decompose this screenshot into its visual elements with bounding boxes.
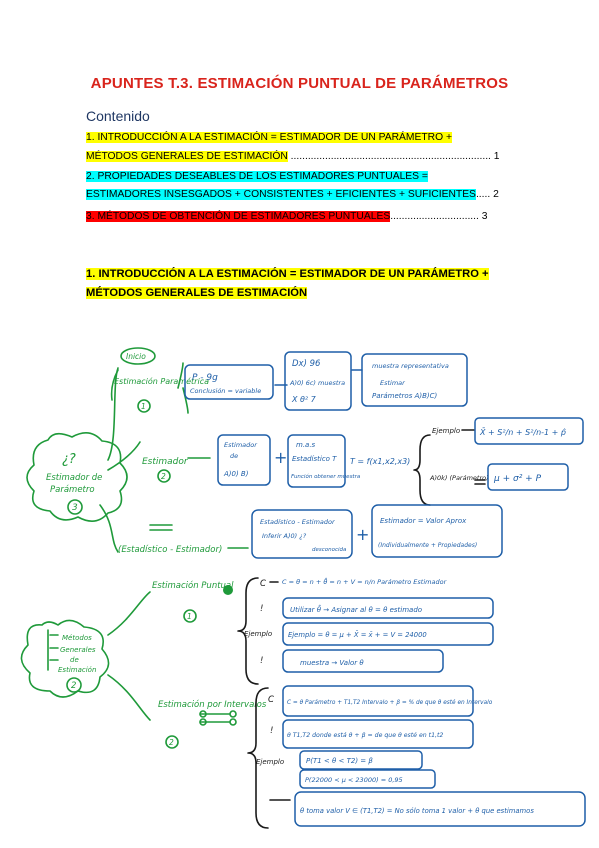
svg-text:Conclusión = variable: Conclusión = variable <box>190 387 261 395</box>
toc-entry-2-line1: 2. PROPIEDADES DESEABLES DE LOS ESTIMADO… <box>86 171 428 182</box>
method-2-label: Estimación por Intervalos <box>158 699 267 710</box>
svg-text:Estimar: Estimar <box>380 379 406 387</box>
svg-text:Estimador = Valor Aprox: Estimador = Valor Aprox <box>380 517 467 525</box>
m2-ej-2: P(22000 < μ < 23000) = 0,95 <box>305 776 403 784</box>
branch-2-label: Estimador <box>142 457 189 467</box>
branch-3-label: (Estadístico - Estimador) <box>118 545 222 555</box>
m1-ej-box <box>282 622 494 646</box>
inicio-bubble <box>120 347 156 365</box>
b1-box-1 <box>184 364 274 400</box>
page-title: APUNTES T.3. ESTIMACIÓN PUNTUAL DE PARÁM… <box>90 75 509 92</box>
m2-eq: θ toma valor V ∈ (T1,T2) = No sólo toma … <box>300 807 534 815</box>
toc-entry-2-line2: ESTIMADORES INSESGADOS + CONSISTENTES + … <box>86 189 476 200</box>
svg-text:muestra representativa: muestra representativa <box>372 362 449 370</box>
svg-text:μ + σ² + P: μ + σ² + P <box>493 474 542 484</box>
center-1-text-1: ¿? <box>62 452 76 467</box>
toc-leader-dots: ........................................… <box>290 151 491 162</box>
m2-c-box <box>282 685 474 717</box>
svg-text:!: ! <box>270 726 273 736</box>
center-2-num-circle <box>66 677 82 693</box>
svg-text:de: de <box>230 452 238 460</box>
m2-eq-box <box>294 791 586 827</box>
m2-ej-box-2 <box>299 769 436 789</box>
svg-text:Función obtener muestra: Función obtener muestra <box>291 473 361 480</box>
svg-text:Dx) 96: Dx) 96 <box>292 359 321 369</box>
b2-formula: T = f(x1,x2,x3) <box>350 457 410 466</box>
svg-text:Ejemplo: Ejemplo <box>244 630 272 638</box>
svg-text:m.a.s: m.a.s <box>296 441 316 449</box>
b3-box-2 <box>371 504 503 558</box>
svg-text:X̄ + S²/n + S²/n-1 + p̂: X̄ + S²/n + S²/n-1 + p̂ <box>479 427 566 437</box>
m2-i: θ T1,T2 donde está θ + β = de que θ esté… <box>287 731 443 739</box>
toc-page-number: 3 <box>481 211 488 222</box>
toc-leader-dots: ..... <box>475 189 491 200</box>
m2-ej-box-1 <box>299 750 423 770</box>
svg-text:+: + <box>356 525 369 544</box>
toc-heading: Contenido <box>86 108 150 124</box>
center-1-text-3: Parámetro <box>50 485 95 495</box>
m2-ej-1: P(T1 < θ < T2) = β <box>306 757 373 765</box>
m1-i: Utilizar θ̂ → Asignar al θ = θ estimado <box>290 605 422 614</box>
center-2-text-4: Estimación <box>58 666 96 674</box>
m1-i2: muestra → Valor θ <box>300 659 364 667</box>
svg-text:Inferir A)0) ¿?: Inferir A)0) ¿? <box>262 532 307 540</box>
center-2-cloud <box>20 619 110 698</box>
center-2-text-1: Métodos <box>62 634 92 642</box>
svg-text:Parámetros A)B)C): Parámetros A)B)C) <box>372 392 438 400</box>
toc-entry-1-line2: MÉTODOS GENERALES DE ESTIMACIÓN <box>86 151 288 162</box>
toc-page-number: 2 <box>493 189 499 200</box>
m2-i-box <box>282 719 474 749</box>
toc-entry-1-line1: 1. INTRODUCCIÓN A LA ESTIMACIÓN = ESTIMA… <box>86 132 452 143</box>
b2-box-1 <box>217 434 271 486</box>
center-2-text-3: de <box>70 656 79 664</box>
toc-leader-dots: ............................... <box>390 211 479 222</box>
inicio-label: Inicio <box>126 352 146 361</box>
svg-text:!: ! <box>260 604 263 614</box>
center-1-num: 3 <box>72 503 78 513</box>
svg-text:A)0) 6c) muestra: A)0) 6c) muestra <box>289 379 345 387</box>
svg-text:Estadístico T: Estadístico T <box>292 455 337 463</box>
center-1-num-circle <box>67 499 83 515</box>
svg-text:A)0) B): A)0) B) <box>223 470 249 478</box>
svg-text:(Individualmente + Propiedades: (Individualmente + Propiedades) <box>378 542 477 549</box>
m1-i2-box <box>282 649 444 673</box>
svg-text:1: 1 <box>141 402 146 411</box>
center-2-num: 2 <box>71 681 76 691</box>
svg-text:2: 2 <box>169 738 174 747</box>
svg-text:C: C <box>268 695 274 705</box>
center-1-cloud <box>26 432 128 522</box>
m2-c: C = θ Parámetro + T1,T2 Intervalo + β = … <box>287 699 493 706</box>
b1-box-3 <box>361 353 468 407</box>
toc-page-number: 1 <box>493 151 500 162</box>
branch-1-label: Estimación Paramétrica <box>114 376 209 386</box>
center-2-text-2: Generales <box>60 646 96 654</box>
svg-text:Ejemplo: Ejemplo <box>256 758 284 766</box>
svg-text:!: ! <box>260 656 263 666</box>
m1-ej: Ejemplo = θ = μ + X̄ = x̄ + = V = 24000 <box>288 630 427 639</box>
toc-entry-3-line1: 3. MÉTODOS DE OBTENCIÓN DE ESTIMADORES P… <box>86 211 391 222</box>
b2-eq-1-box <box>474 417 584 445</box>
svg-text:2: 2 <box>161 472 166 481</box>
svg-text:A)0k) (Parámetro): A)0k) (Parámetro) <box>429 474 489 482</box>
svg-text:P - 9g: P - 9g <box>192 373 218 383</box>
b2-eq-2-box <box>487 463 569 491</box>
b2-box-2 <box>287 434 346 488</box>
svg-text:+: + <box>274 448 287 467</box>
center-1-text-2: Estimador de <box>46 473 102 483</box>
svg-text:C: C <box>260 579 266 589</box>
method-1-label: Estimación Puntual <box>152 580 234 591</box>
method-1-dot <box>223 585 233 595</box>
svg-text:X θ² 7: X θ² 7 <box>291 395 317 404</box>
b3-box-1 <box>251 509 353 559</box>
m1-i-box <box>282 597 494 619</box>
svg-text:Estimador: Estimador <box>224 441 258 449</box>
svg-text:desconocida: desconocida <box>312 547 347 553</box>
svg-text:Estadístico - Estimador: Estadístico - Estimador <box>260 518 336 526</box>
section-1-heading: 1. INTRODUCCIÓN A LA ESTIMACIÓN = ESTIMA… <box>86 268 489 299</box>
b1-box-2 <box>284 351 352 411</box>
svg-text:1: 1 <box>187 612 192 621</box>
handwritten-notes-diagram: ¿? Estimador de Parámetro 3 Inicio Estim… <box>20 347 586 829</box>
m1-c: C = θ = n + θ̂ = n + V = n/n Parámetro E… <box>282 577 448 586</box>
svg-text:Ejemplo: Ejemplo <box>432 427 460 435</box>
